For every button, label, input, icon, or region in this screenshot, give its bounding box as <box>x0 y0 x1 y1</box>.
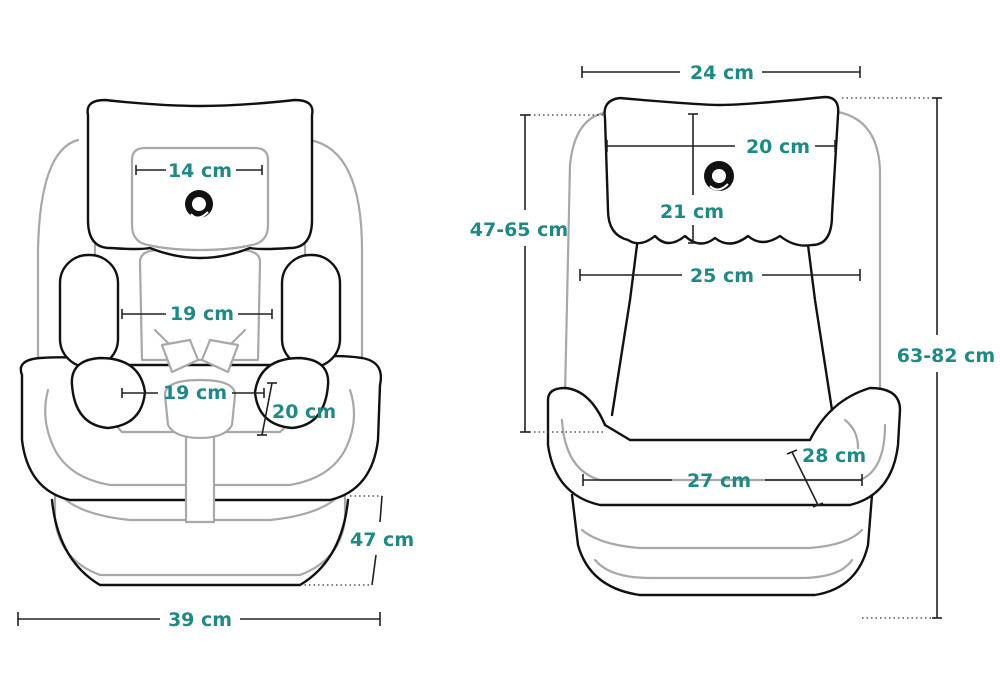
front-outer-shell <box>36 138 364 372</box>
front-base-height-label: 47 cm <box>350 529 414 551</box>
back-backrest-height-label: 47-65 cm <box>470 219 568 241</box>
front-view-dimensions: 14 cm 19 cm 19 cm 20 cm 47 cm 39 cm <box>17 160 414 631</box>
back-view-seat <box>546 95 902 597</box>
back-total-height-label: 63-82 cm <box>897 345 995 367</box>
back-seat-depth-label: 28 cm <box>802 445 866 467</box>
front-headrest-width-label: 14 cm <box>168 160 232 182</box>
front-right-hip-pad <box>253 356 330 430</box>
front-seat-depth-label: 20 cm <box>272 401 336 423</box>
front-total-width-label: 39 cm <box>168 609 232 631</box>
back-top-width-label: 24 cm <box>690 62 754 84</box>
front-back-width-label: 19 cm <box>170 303 234 325</box>
front-view-seat <box>19 98 383 587</box>
back-seat-cushion <box>546 386 902 507</box>
front-seat-width-label: 19 cm <box>163 382 227 404</box>
front-base-outline <box>50 498 350 587</box>
back-backrest <box>610 243 834 417</box>
back-base-outline <box>570 493 874 597</box>
back-outer-shell <box>563 110 882 397</box>
back-seat-width-label: 27 cm <box>687 470 751 492</box>
back-headrest-height-label: 21 cm <box>660 201 724 223</box>
front-left-hip-pad <box>70 356 147 430</box>
front-left-wing <box>58 253 120 369</box>
back-headrest-width-label: 20 cm <box>746 136 810 158</box>
back-shoulder-width-label: 25 cm <box>690 265 754 287</box>
front-right-wing <box>280 253 342 369</box>
front-crotch-strap <box>184 430 216 524</box>
back-view-dimensions: 24 cm 20 cm 21 cm 25 cm 47-65 cm <box>470 62 995 619</box>
